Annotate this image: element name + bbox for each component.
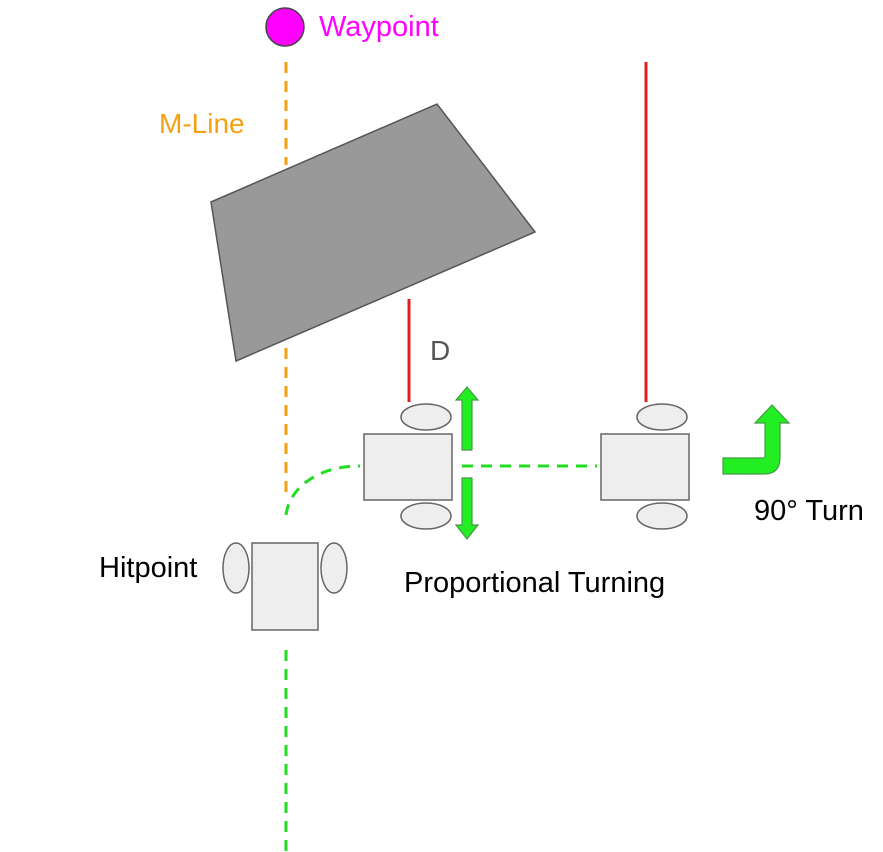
double-vertical-arrow-icon bbox=[454, 386, 480, 540]
robot-hitpoint bbox=[222, 542, 348, 631]
robot-proportional bbox=[363, 403, 453, 530]
robot-wheel-left bbox=[222, 542, 250, 594]
robot-wheel-top bbox=[400, 403, 452, 431]
waypoint-marker bbox=[265, 7, 305, 47]
turn-90-label: 90° Turn bbox=[754, 495, 864, 527]
robot-body bbox=[363, 433, 453, 501]
robot-wheel-top bbox=[636, 403, 688, 431]
proportional-turning-label: Proportional Turning bbox=[404, 567, 666, 599]
turn-arrow-icon bbox=[722, 404, 791, 475]
right-angle-turn-arrow-icon bbox=[722, 404, 791, 475]
waypoint-label: Waypoint bbox=[319, 11, 439, 43]
obstacle bbox=[210, 103, 537, 363]
robot-wheel-bottom bbox=[400, 502, 452, 530]
hitpoint-label: Hitpoint bbox=[99, 552, 198, 584]
path-curve bbox=[284, 464, 361, 516]
robot-wheel-right bbox=[320, 542, 348, 594]
up-arrow-icon bbox=[454, 386, 480, 451]
m-line-label: M-Line bbox=[159, 108, 245, 139]
robot-body bbox=[600, 433, 690, 501]
distance-label: D bbox=[430, 335, 451, 366]
robot-wheel-bottom bbox=[636, 502, 688, 530]
down-arrow-icon bbox=[454, 477, 480, 540]
robot-body bbox=[251, 542, 319, 631]
robot-turn bbox=[600, 403, 690, 530]
